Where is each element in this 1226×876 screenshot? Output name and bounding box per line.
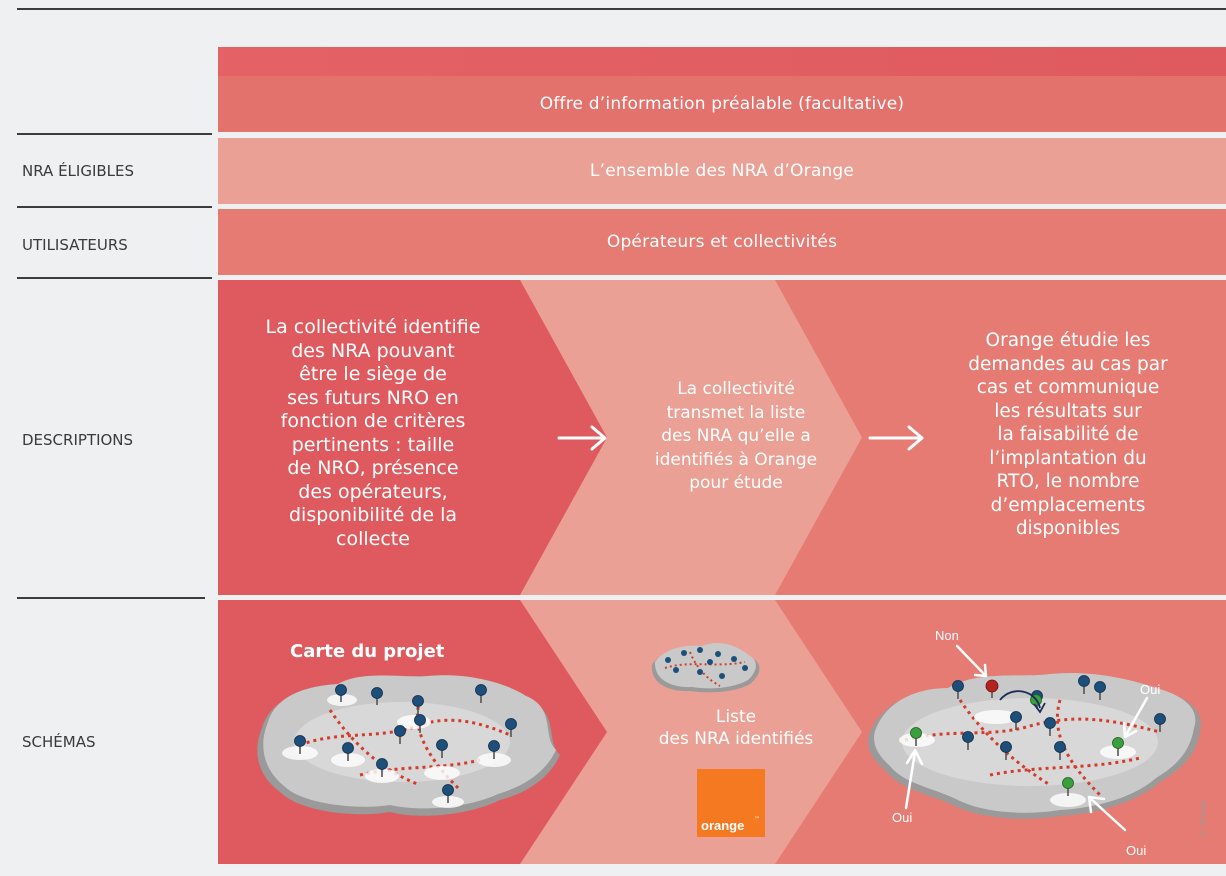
map-title: Carte du projet [290,641,445,662]
green-pin-icon [1112,737,1124,749]
offer-title-band: Offre d’information préalable (facultati… [218,76,1226,132]
row-divider-2 [17,206,212,208]
offer-title: Offre d’information préalable (facultati… [539,94,905,114]
arrow-right-icon [868,425,924,451]
header-top-strip [218,47,1226,76]
callout-oui-3: Oui [1126,843,1147,858]
callout-non: Non [935,628,959,643]
orange-logo: orange ™ [697,769,765,837]
step2-chevron-desc [520,280,862,595]
project-map-illustration [257,675,560,816]
step1-chevron-desc [218,280,607,595]
nra-eligibles-value: L’ensemble des NRA d’Orange [589,161,855,181]
row-label-nra-eligibles: NRA ÉLIGIBLES [22,162,135,180]
arrow-right-icon [557,425,607,451]
callout-oui-1: Oui [1140,682,1161,697]
row-label-schemas: SCHÉMAS [22,733,96,751]
row-label-descriptions: DESCRIPTIONS [22,431,134,449]
utilisateurs-value: Opérateurs et collectivités [606,232,838,252]
green-pin-icon [1062,777,1074,789]
nra-eligibles-band: L’ensemble des NRA d’Orange [218,138,1226,204]
credit: © Arcep [1199,800,1209,838]
oui-callout-arrow-icon [1087,795,1127,832]
red-pin-icon [985,679,999,693]
non-callout-arrow-icon [955,644,988,678]
list-map-illustration [651,643,760,693]
row-label-utilisateurs: UTILISATEURS [22,236,128,254]
oui-callout-arrow-icon [904,748,924,810]
step2-chevron-schema [520,600,862,864]
callout-oui-2: Oui [892,810,913,825]
utilisateurs-band: Opérateurs et collectivités [218,209,1226,275]
transfer-arrow-icon [999,690,1041,709]
row-divider-1 [17,133,212,135]
row-divider-4 [17,597,205,599]
green-pin-icon [910,727,922,739]
top-rule [17,8,1226,10]
results-map-illustration [868,672,1201,819]
oui-callout-arrow-icon [1122,696,1149,739]
row-divider-3 [17,277,212,279]
